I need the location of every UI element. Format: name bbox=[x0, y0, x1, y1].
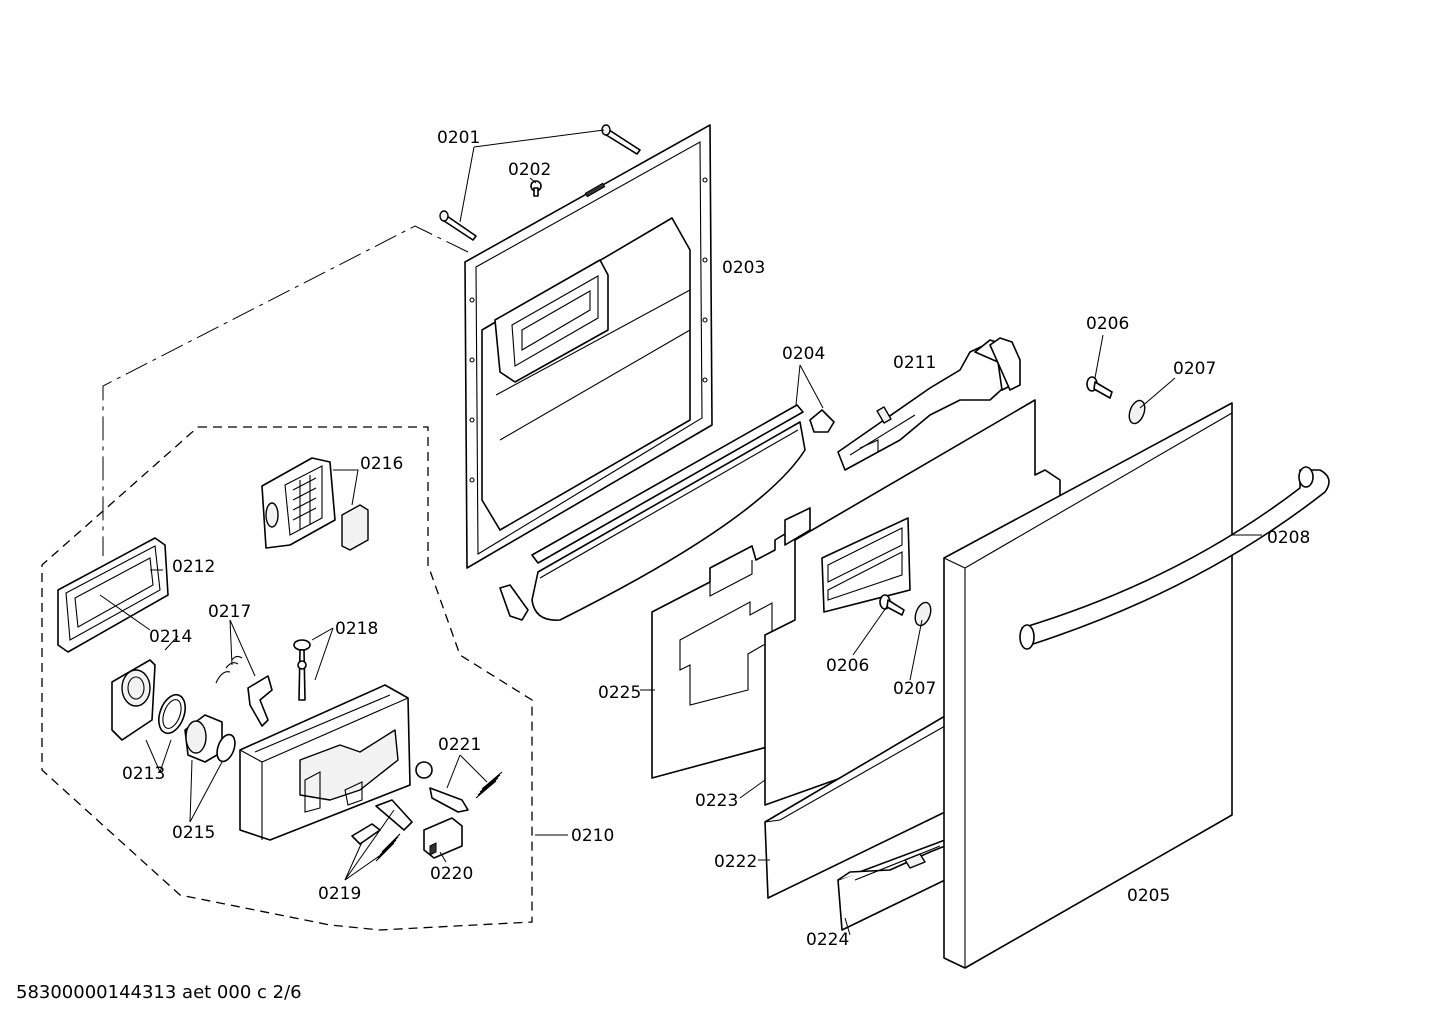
lower-trim-rail bbox=[499, 404, 835, 621]
inner-door-panel bbox=[464, 124, 713, 569]
pin-0218 bbox=[293, 639, 311, 701]
label-0203: 0203 bbox=[722, 258, 765, 278]
dispenser-cover bbox=[261, 457, 336, 549]
dispenser-module-outline bbox=[41, 426, 533, 931]
bar-handle bbox=[1019, 466, 1330, 650]
dispenser-cap bbox=[184, 714, 236, 763]
label-0210: 0210 bbox=[571, 826, 614, 846]
label-0204: 0204 bbox=[782, 344, 825, 364]
seal-frame bbox=[57, 537, 169, 653]
front-door-panel bbox=[943, 402, 1233, 969]
spring-lever bbox=[215, 655, 273, 727]
lever-0221 bbox=[429, 787, 469, 813]
washer-0207-top bbox=[1128, 399, 1146, 425]
label-0214: 0214 bbox=[149, 627, 192, 647]
label-0216: 0216 bbox=[360, 454, 403, 474]
label-0221: 0221 bbox=[438, 735, 481, 755]
label-0201: 0201 bbox=[437, 128, 480, 148]
label-0212: 0212 bbox=[172, 557, 215, 577]
label-0222: 0222 bbox=[714, 852, 757, 872]
label-0225: 0225 bbox=[598, 683, 641, 703]
label-0218: 0218 bbox=[335, 619, 378, 639]
spring-0221 bbox=[475, 771, 503, 799]
screw-0201-left bbox=[439, 210, 477, 241]
screw-0201-top bbox=[601, 124, 641, 155]
label-0224: 0224 bbox=[806, 930, 849, 950]
label-0202: 0202 bbox=[508, 160, 551, 180]
label-0223: 0223 bbox=[695, 791, 738, 811]
dispenser-cover-seal bbox=[341, 504, 369, 551]
label-0220: 0220 bbox=[430, 864, 473, 884]
kick-strip bbox=[837, 839, 951, 931]
latch-0219 bbox=[351, 799, 413, 845]
label-0207-mid: 0207 bbox=[893, 679, 936, 699]
screw-0202 bbox=[530, 180, 542, 197]
dispenser-body bbox=[239, 684, 411, 841]
label-0206-mid: 0206 bbox=[826, 656, 869, 676]
screw-0206-mid bbox=[879, 594, 905, 616]
label-0211: 0211 bbox=[893, 353, 936, 373]
hinge-bracket bbox=[837, 337, 1021, 471]
spring-0219 bbox=[375, 833, 401, 862]
label-0215: 0215 bbox=[172, 823, 215, 843]
label-0217: 0217 bbox=[208, 602, 251, 622]
label-0207-top: 0207 bbox=[1173, 359, 1216, 379]
switch-block bbox=[423, 817, 463, 859]
label-0208: 0208 bbox=[1267, 528, 1310, 548]
label-0219: 0219 bbox=[318, 884, 361, 904]
label-0206-top: 0206 bbox=[1086, 314, 1129, 334]
document-id: 58300000144313 aet 000 c 2/6 bbox=[16, 982, 302, 1003]
connector-line bbox=[102, 225, 469, 556]
label-0213: 0213 bbox=[122, 764, 165, 784]
gasket-ring-0213 bbox=[158, 693, 186, 735]
ball-0221 bbox=[415, 761, 433, 779]
label-0205: 0205 bbox=[1127, 886, 1170, 906]
leader-lines bbox=[99, 129, 1262, 936]
rinse-aid-housing bbox=[111, 659, 156, 741]
screw-0206-top bbox=[1086, 376, 1113, 399]
washer-0207-mid bbox=[914, 601, 932, 627]
